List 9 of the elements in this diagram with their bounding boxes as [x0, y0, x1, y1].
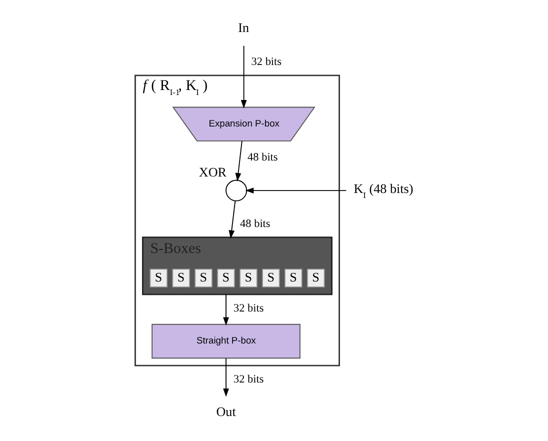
edge-label: 32 bits: [234, 302, 264, 314]
edge-label: 32 bits: [234, 374, 264, 386]
node-text: In: [238, 20, 250, 36]
node-text: Out: [216, 404, 236, 419]
node-label: XOR: [198, 164, 227, 180]
edge-label: 48 bits: [240, 218, 270, 230]
edge-label: 48 bits: [248, 152, 278, 164]
node-text: K$_{I}$ (48 bits): [354, 181, 414, 200]
edge-label: 32 bits: [251, 56, 282, 68]
